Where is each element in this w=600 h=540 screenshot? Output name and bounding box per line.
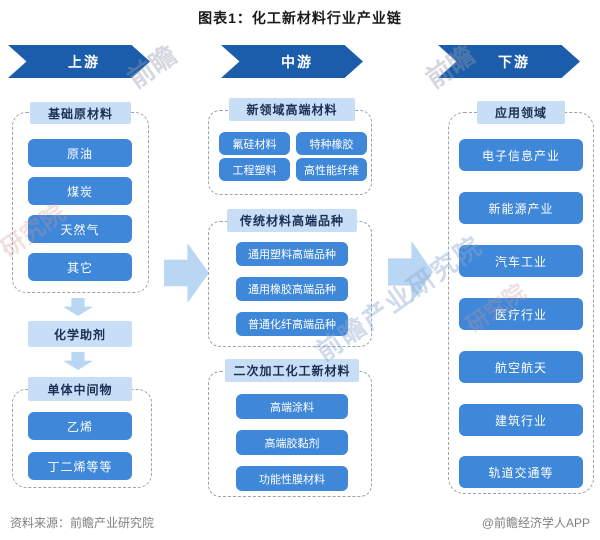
source-note: 资料来源：前瞻产业研究院 [10, 516, 155, 530]
banner-midstream: 中游 [221, 45, 363, 78]
flow-arrow-right-icon [164, 243, 209, 303]
midstream-item-highend-adhesives: 高端胶黏剂 [236, 430, 348, 455]
upstream-item-ethylene: 乙烯 [28, 412, 132, 440]
credit-note: @前瞻经济学人APP [481, 516, 590, 530]
upstream-item-others: 其它 [28, 253, 132, 281]
upstream-item-natural-gas: 天然气 [28, 215, 132, 243]
upstream-item-coal: 煤炭 [28, 177, 132, 205]
midstream-group1-header: 新领域高端材料 [229, 98, 355, 121]
banner-upstream: 上游 [8, 45, 150, 78]
upstream-group2-header: 单体中间物 [28, 377, 132, 401]
midstream-item-functional-membrane: 功能性膜材料 [236, 466, 348, 491]
midstream-group2-header: 传统材料高端品种 [227, 209, 357, 232]
upstream-chemical-additives-box: 化学助剂 [28, 321, 132, 347]
midstream-item-fluorosilicone: 氟硅材料 [219, 132, 290, 155]
upstream-item-butadiene: 丁二烯等等 [28, 452, 132, 480]
downstream-item-electronic-info: 电子信息产业 [459, 139, 583, 171]
banner-downstream: 下游 [438, 45, 580, 78]
flow-arrow-right-icon [388, 241, 433, 303]
midstream-item-highend-coatings: 高端涂料 [236, 394, 348, 419]
flow-arrow-down-icon [63, 298, 93, 316]
downstream-item-aerospace: 航空航天 [459, 351, 583, 383]
downstream-item-medical: 医疗行业 [459, 298, 583, 330]
flow-arrow-down-icon [63, 352, 93, 370]
midstream-item-general-rubber-highend: 通用橡胶高端品种 [236, 277, 348, 301]
downstream-item-construction: 建筑行业 [459, 404, 583, 436]
midstream-item-high-performance-fiber: 高性能纤维 [296, 158, 367, 181]
upstream-group1-header: 基础原材料 [30, 102, 131, 124]
midstream-item-chemical-fiber-highend: 普通化纤高端品种 [236, 312, 348, 336]
downstream-group-header: 应用领域 [477, 101, 565, 124]
midstream-item-general-plastics-highend: 通用塑料高端品种 [236, 242, 348, 266]
page-title: 图表1：化工新材料行业产业链 [198, 10, 402, 26]
downstream-item-new-energy: 新能源产业 [459, 192, 583, 224]
midstream-item-special-rubber: 特种橡胶 [296, 132, 367, 155]
upstream-item-crude-oil: 原油 [28, 139, 132, 167]
downstream-item-automobile: 汽车工业 [459, 245, 583, 277]
midstream-item-engineering-plastics: 工程塑料 [219, 158, 290, 181]
downstream-item-rail-transit: 轨道交通等 [459, 456, 583, 488]
midstream-group3-header: 二次加工化工新材料 [225, 359, 359, 382]
